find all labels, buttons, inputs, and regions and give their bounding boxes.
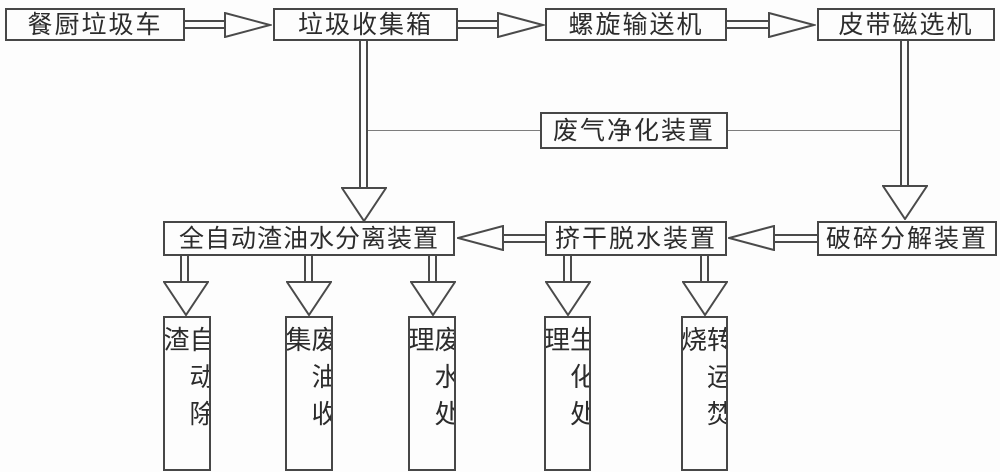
node-label: 餐厨垃圾车	[27, 10, 163, 39]
node-label: 螺旋输送机	[568, 10, 704, 39]
arrow-left-icon	[728, 225, 775, 251]
arrow-right-icon	[224, 12, 272, 38]
node-label: 废气净化装置	[552, 116, 715, 145]
edge-dewatering-incineration-shaft	[700, 255, 709, 282]
edge-screw-magnet-shaft	[726, 20, 769, 29]
node-label: 废水处理	[408, 326, 456, 437]
node-label: 自动除渣	[163, 326, 211, 437]
arrow-right-icon	[497, 12, 545, 38]
node-label: 转运焚烧	[681, 326, 728, 437]
arrow-down-icon	[163, 281, 209, 316]
node-label: 废油收集	[285, 326, 333, 437]
node-kitchen-waste-truck: 餐厨垃圾车	[5, 8, 185, 41]
arrow-down-icon	[286, 281, 332, 316]
node-waste-water-treatment: 废水处理	[408, 316, 456, 471]
node-waste-gas-purifier: 废气净化装置	[540, 112, 728, 149]
node-label: 全自动渣油水分离装置	[178, 224, 439, 253]
edge-separator-oil-shaft	[304, 255, 313, 282]
arrow-right-icon	[768, 12, 816, 38]
node-squeeze-dewatering-device: 挤干脱水装置	[545, 221, 727, 256]
node-crushing-decomposition-device: 破碎分解装置	[817, 221, 997, 256]
edge-dewatering-biochemical-shaft	[563, 255, 572, 282]
node-label: 生化处理	[544, 326, 591, 437]
arrow-down-icon	[410, 281, 456, 316]
node-auto-residue-oil-water-separator: 全自动渣油水分离装置	[163, 221, 455, 256]
node-biochemical-treatment: 生化处理	[544, 316, 591, 471]
edge-magnet-gas-line	[727, 130, 902, 131]
edge-dewatering-separator-shaft	[503, 234, 545, 243]
node-screw-conveyor: 螺旋输送机	[545, 8, 727, 41]
arrow-left-icon	[457, 225, 504, 251]
arrow-down-icon	[882, 185, 928, 220]
arrow-down-icon	[545, 281, 591, 316]
arrow-down-icon	[341, 187, 387, 222]
edge-crusher-dewatering-shaft	[774, 234, 817, 243]
edge-separator-water-shaft	[428, 255, 437, 282]
node-garbage-collection-box: 垃圾收集箱	[273, 8, 458, 41]
node-label: 挤干脱水装置	[554, 224, 717, 253]
edge-magnet-crusher-shaft	[900, 41, 909, 186]
node-auto-slag-removal: 自动除渣	[163, 316, 211, 471]
edge-collector-screw-shaft	[457, 20, 498, 29]
node-waste-oil-collection: 废油收集	[285, 316, 333, 471]
edge-separator-slag-shaft	[180, 255, 189, 282]
edge-truck-collector-shaft	[184, 20, 225, 29]
node-belt-magnetic-separator: 皮带磁选机	[817, 8, 995, 41]
arrow-down-icon	[682, 281, 728, 316]
edge-collector-separator-shaft	[359, 41, 368, 188]
node-label: 垃圾收集箱	[297, 10, 433, 39]
node-label: 皮带磁选机	[838, 10, 974, 39]
node-transfer-incineration: 转运焚烧	[681, 316, 728, 471]
node-label: 破碎分解装置	[825, 224, 988, 253]
edge-collector-gas-line	[366, 130, 542, 131]
